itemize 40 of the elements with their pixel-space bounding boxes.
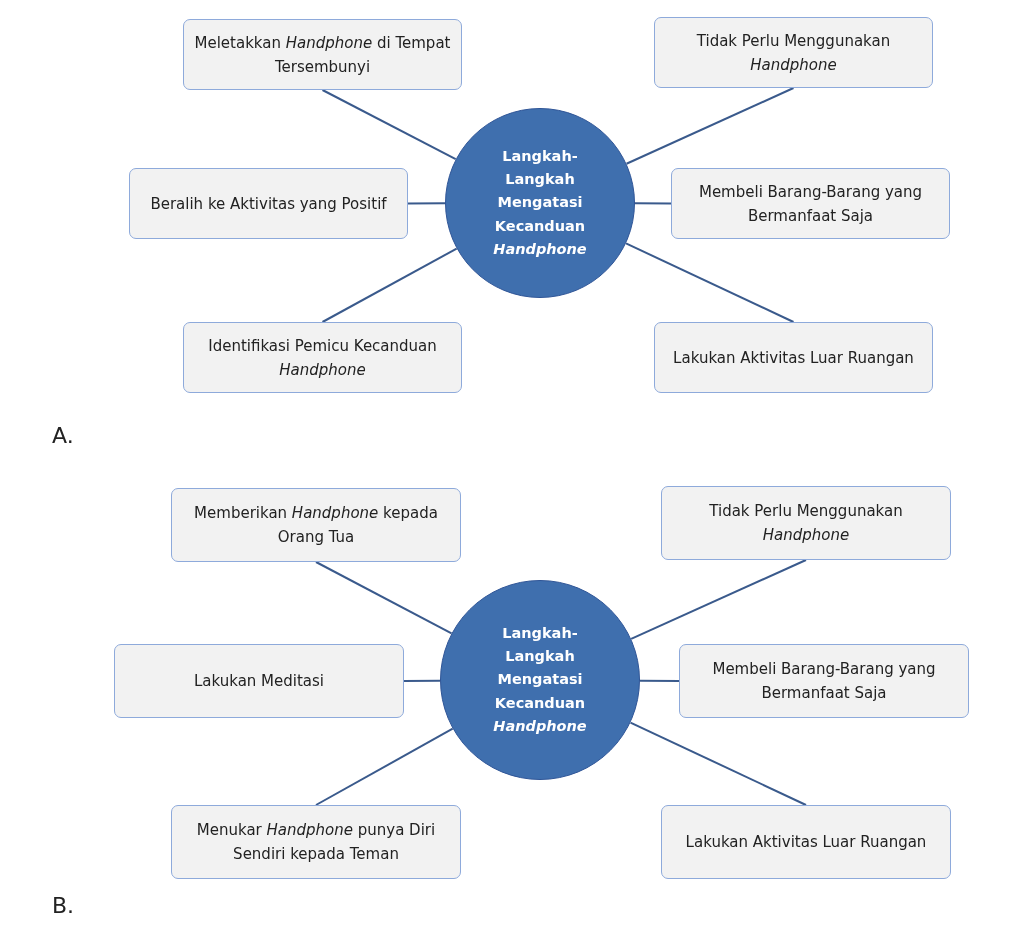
process-box — [654, 322, 933, 393]
connector-line — [315, 561, 453, 635]
process-box — [679, 644, 969, 718]
node-text: Beralih ke Aktivitas yang Positif — [150, 193, 387, 215]
node-text: Meletakkan Handphone di Tempat Tersembunyi — [194, 32, 451, 78]
node-text: Membeli Barang-Barang yang Bermanfaat Saja — [711, 659, 937, 704]
panel-letter: B. — [52, 893, 75, 918]
connector-line — [630, 559, 807, 640]
node-text: Memberikan Handphone kepada Orang Tua — [193, 503, 439, 548]
connector-line — [321, 247, 458, 323]
process-box — [661, 805, 951, 879]
node-text: Langkah-Langkah Mengatasi Kecanduan Handphone — [492, 147, 588, 259]
connector-line — [625, 87, 795, 165]
node-text: Membeli Barang-Barang yang Bermanfaat Saja — [697, 181, 924, 227]
process-box — [129, 168, 408, 239]
node-text: Menukar Handphone punya Diri Sendiri kepada Teman — [195, 820, 437, 865]
connector-line — [321, 89, 457, 161]
panel-letter: A. — [52, 423, 74, 448]
connector-line — [403, 679, 441, 682]
connector-line — [639, 679, 680, 682]
process-box — [114, 644, 404, 718]
process-box — [654, 17, 933, 88]
process-box — [171, 488, 461, 562]
node-text: Identifikasi Pemicu Kecanduan Handphone — [207, 335, 438, 381]
connector-line — [315, 727, 454, 806]
node-text: Lakukan Aktivitas Luar Ruangan — [673, 347, 914, 369]
process-box — [671, 168, 950, 239]
process-box — [183, 19, 462, 90]
connector-line — [634, 202, 672, 205]
node-text: Lakukan Meditasi — [193, 671, 325, 692]
process-box — [661, 486, 951, 560]
node-text: Lakukan Aktivitas Luar Ruangan — [685, 832, 927, 853]
node-text: Tidak Perlu Menggunakan Handphone — [695, 30, 892, 76]
process-box — [183, 322, 462, 393]
node-text: Langkah-Langkah Mengatasi Kecanduan Handphone — [492, 624, 588, 736]
connector-line — [629, 721, 807, 806]
connector-line — [625, 242, 795, 323]
process-box — [171, 805, 461, 879]
node-text: Tidak Perlu Menggunakan Handphone — [708, 501, 904, 546]
connector-line — [407, 202, 446, 205]
